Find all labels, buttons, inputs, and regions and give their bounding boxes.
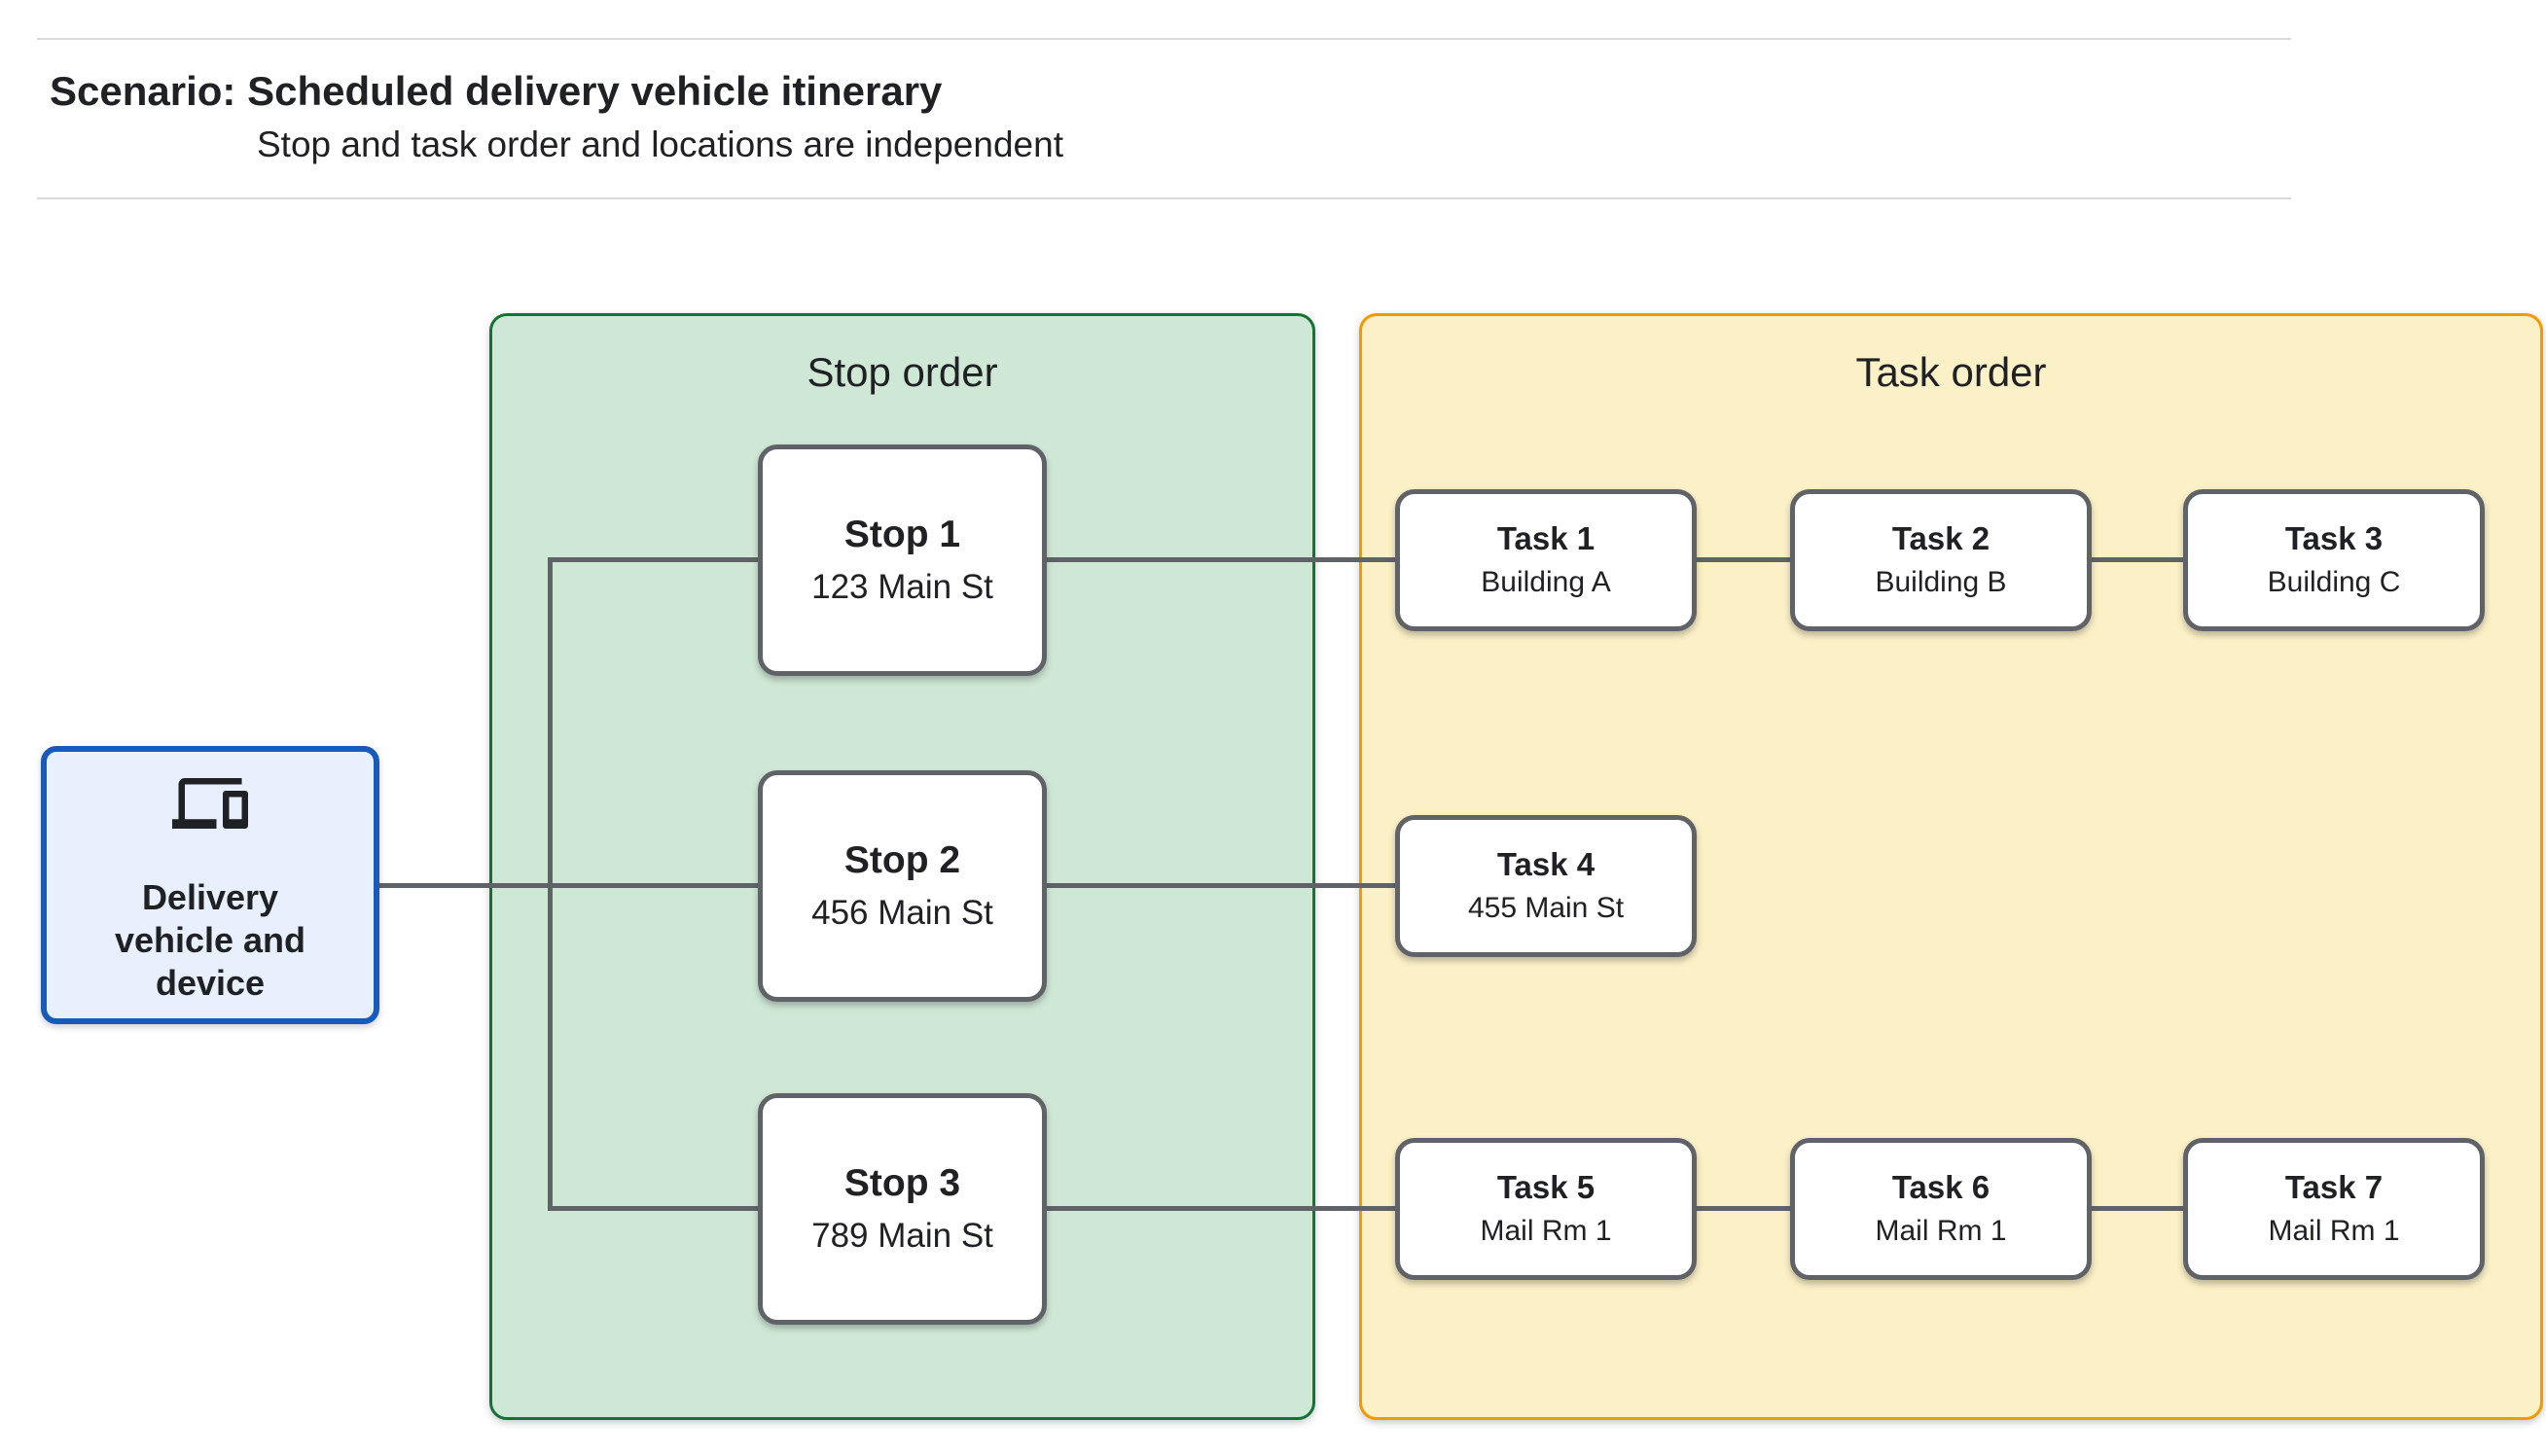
task-5-node: Task 5 Mail Rm 1 — [1395, 1138, 1697, 1280]
task-node-location: Mail Rm 1 — [2268, 1214, 2400, 1247]
devices-icon — [172, 778, 248, 830]
page-title: Scenario: Scheduled delivery vehicle iti… — [50, 68, 943, 114]
task-node-location: Mail Rm 1 — [1875, 1214, 2007, 1247]
task-3-node: Task 3 Building C — [2183, 489, 2485, 631]
task-node-title: Task 3 — [2284, 520, 2384, 557]
connector-stop2-to-task4 — [1047, 883, 1395, 888]
task-6-node: Task 6 Mail Rm 1 — [1790, 1138, 2092, 1280]
task-2-node: Task 2 Building B — [1790, 489, 2092, 631]
header-rule-top — [37, 38, 2291, 40]
stop-1-node: Stop 1 123 Main St — [758, 444, 1047, 676]
task-node-location: Building C — [2267, 565, 2401, 598]
connector-source-to-stop2 — [379, 883, 758, 888]
task-node-title: Task 5 — [1496, 1169, 1596, 1206]
task-node-title: Task 6 — [1891, 1169, 1990, 1206]
task-node-location: Mail Rm 1 — [1480, 1214, 1612, 1247]
stop-order-panel-title: Stop order — [807, 349, 998, 395]
task-node-title: Task 1 — [1496, 520, 1596, 557]
task-node-location: Building A — [1481, 565, 1611, 598]
stop-2-node: Stop 2 456 Main St — [758, 770, 1047, 1002]
task-1-node: Task 1 Building A — [1395, 489, 1697, 631]
task-node-location: Building B — [1875, 565, 2007, 598]
header-rule-bottom — [37, 197, 2291, 199]
stop-node-location: 789 Main St — [811, 1217, 993, 1256]
stop-node-title: Stop 2 — [843, 838, 961, 881]
task-order-panel-title: Task order — [1855, 349, 2047, 395]
page-subtitle: Stop and task order and locations are in… — [257, 124, 1063, 164]
stop-node-title: Stop 1 — [843, 513, 961, 555]
connector-stop3-to-task5 — [1047, 1206, 1395, 1211]
connector-task5-to-task6 — [1697, 1206, 1790, 1211]
stop-node-location: 123 Main St — [811, 568, 993, 607]
connector-stop-trunk — [548, 557, 553, 1211]
connector-task6-to-task7 — [2092, 1206, 2183, 1211]
connector-task2-to-task3 — [2092, 557, 2183, 562]
task-node-title: Task 4 — [1496, 846, 1596, 883]
task-node-title: Task 2 — [1891, 520, 1990, 557]
connector-task1-to-task2 — [1697, 557, 1790, 562]
stop-3-node: Stop 3 789 Main St — [758, 1093, 1047, 1325]
task-7-node: Task 7 Mail Rm 1 — [2183, 1138, 2485, 1280]
stop-node-title: Stop 3 — [843, 1161, 961, 1204]
connector-trunk-to-stop3 — [548, 1206, 758, 1211]
connector-stop1-to-task1 — [1047, 557, 1395, 562]
stop-node-location: 456 Main St — [811, 894, 993, 933]
task-node-location: 455 Main St — [1467, 891, 1625, 924]
task-4-node: Task 4 455 Main St — [1395, 815, 1697, 957]
connector-trunk-to-stop1 — [548, 557, 758, 562]
task-node-title: Task 7 — [2284, 1169, 2384, 1206]
delivery-vehicle-node: Delivery vehicle and device — [41, 746, 379, 1024]
delivery-vehicle-label: Delivery vehicle and device — [114, 877, 306, 1003]
